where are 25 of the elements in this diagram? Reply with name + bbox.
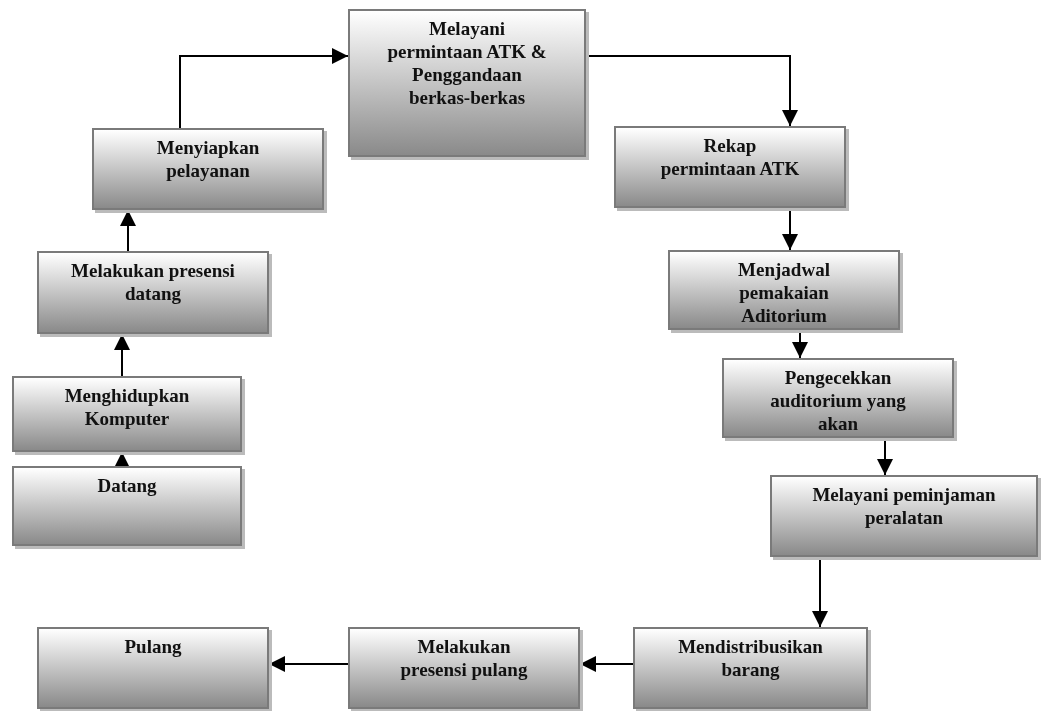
process-box bbox=[92, 128, 324, 210]
process-box bbox=[722, 358, 954, 438]
step-label: Mendistribusikan barang bbox=[677, 635, 824, 681]
step-label: Melayani peminjaman peralatan bbox=[811, 483, 997, 529]
process-box bbox=[770, 475, 1038, 557]
step-label: Melayani permintaan ATK & Penggandaan berkas-berkas bbox=[386, 17, 548, 109]
step-label: Pengecekkan auditorium yang akan bbox=[769, 366, 907, 435]
step-label: Menyiapkan pelayanan bbox=[155, 136, 261, 182]
process-box bbox=[12, 466, 242, 546]
process-box bbox=[12, 376, 242, 452]
step-label: Melakukan presensi datang bbox=[70, 259, 236, 305]
step-label: Pulang bbox=[123, 635, 183, 658]
process-box bbox=[348, 9, 586, 157]
process-box bbox=[37, 627, 269, 709]
process-box bbox=[348, 627, 580, 709]
step-label: Rekap permintaan ATK bbox=[659, 134, 801, 180]
process-box bbox=[37, 251, 269, 334]
step-label: Menjadwal pemakaian Aditorium bbox=[737, 258, 831, 327]
process-box bbox=[614, 126, 846, 208]
process-box bbox=[668, 250, 900, 330]
arrow bbox=[179, 48, 349, 129]
step-label: Menghidupkan Komputer bbox=[63, 384, 191, 430]
step-label: Melakukan presensi pulang bbox=[399, 635, 529, 681]
step-label: Datang bbox=[96, 474, 158, 497]
process-box bbox=[633, 627, 868, 709]
